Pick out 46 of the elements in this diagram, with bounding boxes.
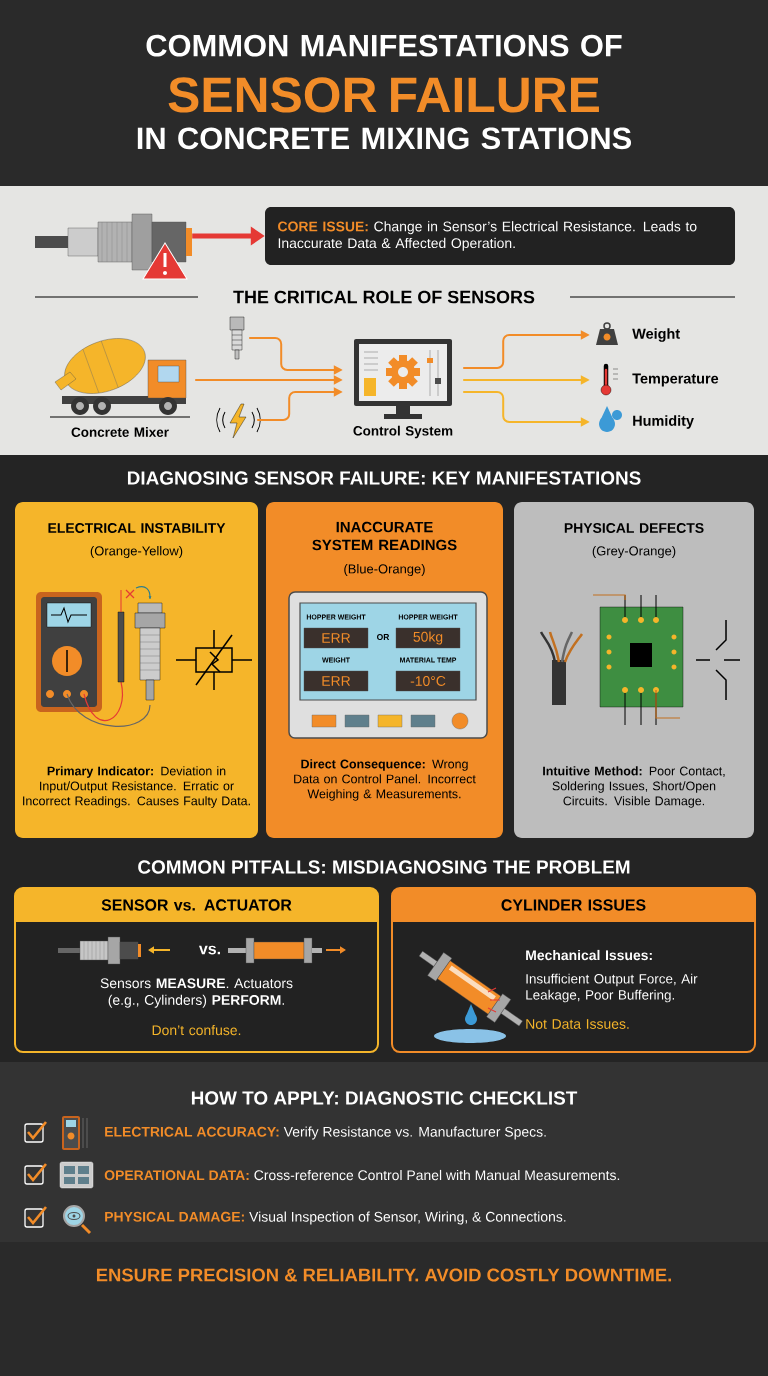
pitfall-card — [14, 887, 379, 1053]
checklist-item: ELECTRICAL ACCURACY: Verify Resistance vs. Manufacturer Specs. — [105, 1126, 546, 1140]
core-issue-box — [265, 207, 735, 265]
field-label: OR — [377, 634, 390, 640]
card-title: CYLINDER ISSUES — [501, 899, 646, 911]
checklist-item: PHYSICAL DAMAGE: Visual Inspection of Sensor, Wiring, & Connections. — [105, 1211, 566, 1225]
core-issue-text: CORE ISSUE: Change in Sensor’s Electrical Resistance. Leads to Inaccurate Data & Affected Operation. — [278, 221, 697, 251]
item-label: Humidity — [633, 415, 694, 429]
card-text: Insufficient Output Force, Air Leakage, Poor Buffering. — [526, 973, 698, 1003]
display-readout: -10°C — [395, 670, 461, 692]
signal-icon — [216, 403, 261, 439]
pitfall-card — [391, 887, 756, 1053]
card-text: Intuitive Method: Poor Contact, Soldering Issues, Short/Open Circuits. Visible Damage. — [543, 766, 725, 808]
display-readout: 50kg — [395, 627, 461, 649]
title: COMMON MANIFESTATIONS OF SENSOR FAILURE IN CONCRETE MIXING STATIONS — [137, 34, 632, 150]
section-heading: DIAGNOSING SENSOR FAILURE: KEY MANIFESTATIONS — [127, 471, 641, 485]
card-heading: Mechanical Issues: — [526, 949, 652, 961]
section-heading: COMMON PITFALLS: MISDIAGNOSING THE PROBLEM — [138, 860, 630, 874]
card-subtitle: (Orange-Yellow) — [90, 545, 183, 559]
card-text: Primary Indicator: Deviation in Input/Output Resistance. Erratic or Incorrect Readings. Causes Faulty Data. — [23, 766, 250, 808]
card-text: Direct Consequence: Wrong Data on Control Panel. Incorrect Weighing & Measurements. — [294, 759, 476, 801]
card-title: SENSOR vs. ACTUATOR — [101, 899, 292, 911]
manifestation-card — [514, 502, 754, 838]
checklist-item: OPERATIONAL DATA: Cross-reference Control Panel with Manual Measurements. — [104, 1169, 620, 1181]
display-readout: ERR — [303, 627, 369, 649]
card-title: PHYSICAL DEFECTS — [564, 523, 704, 533]
card-subtitle: (Blue-Orange) — [344, 563, 425, 577]
section-heading: HOW TO APPLY: DIAGNOSTIC CHECKLIST — [191, 1091, 578, 1105]
note-text: Don’t confuse. — [152, 1024, 241, 1036]
card-title: ELECTRICAL INSTABILITY — [48, 523, 226, 533]
card-text: Sensors MEASURE. Actuators (e.g., Cylinders) PERFORM. — [100, 978, 293, 1008]
sensor-warning-drawing — [35, 213, 192, 280]
sensor-icon — [229, 316, 245, 360]
display-readout: ERR — [303, 670, 369, 692]
manifestation-card — [15, 502, 258, 838]
card-subtitle: (Grey-Orange) — [592, 545, 676, 559]
comparison-label: vs. — [199, 945, 220, 955]
node-label: Control System — [353, 425, 453, 439]
note-text: Not Data Issues. — [526, 1019, 629, 1029]
card-title: INACCURATE SYSTEM READINGS — [312, 521, 457, 551]
manifestation-card — [266, 502, 503, 838]
item-label: Temperature — [632, 373, 719, 387]
closing-tagline: ENSURE PRECISION & RELIABILITY. AVOID COSTLY DOWNTIME. — [96, 1268, 671, 1282]
section-heading: THE CRITICAL ROLE OF SENSORS — [233, 290, 535, 304]
item-label: Weight — [632, 328, 680, 342]
node-label: Concrete Mixer — [71, 427, 169, 437]
